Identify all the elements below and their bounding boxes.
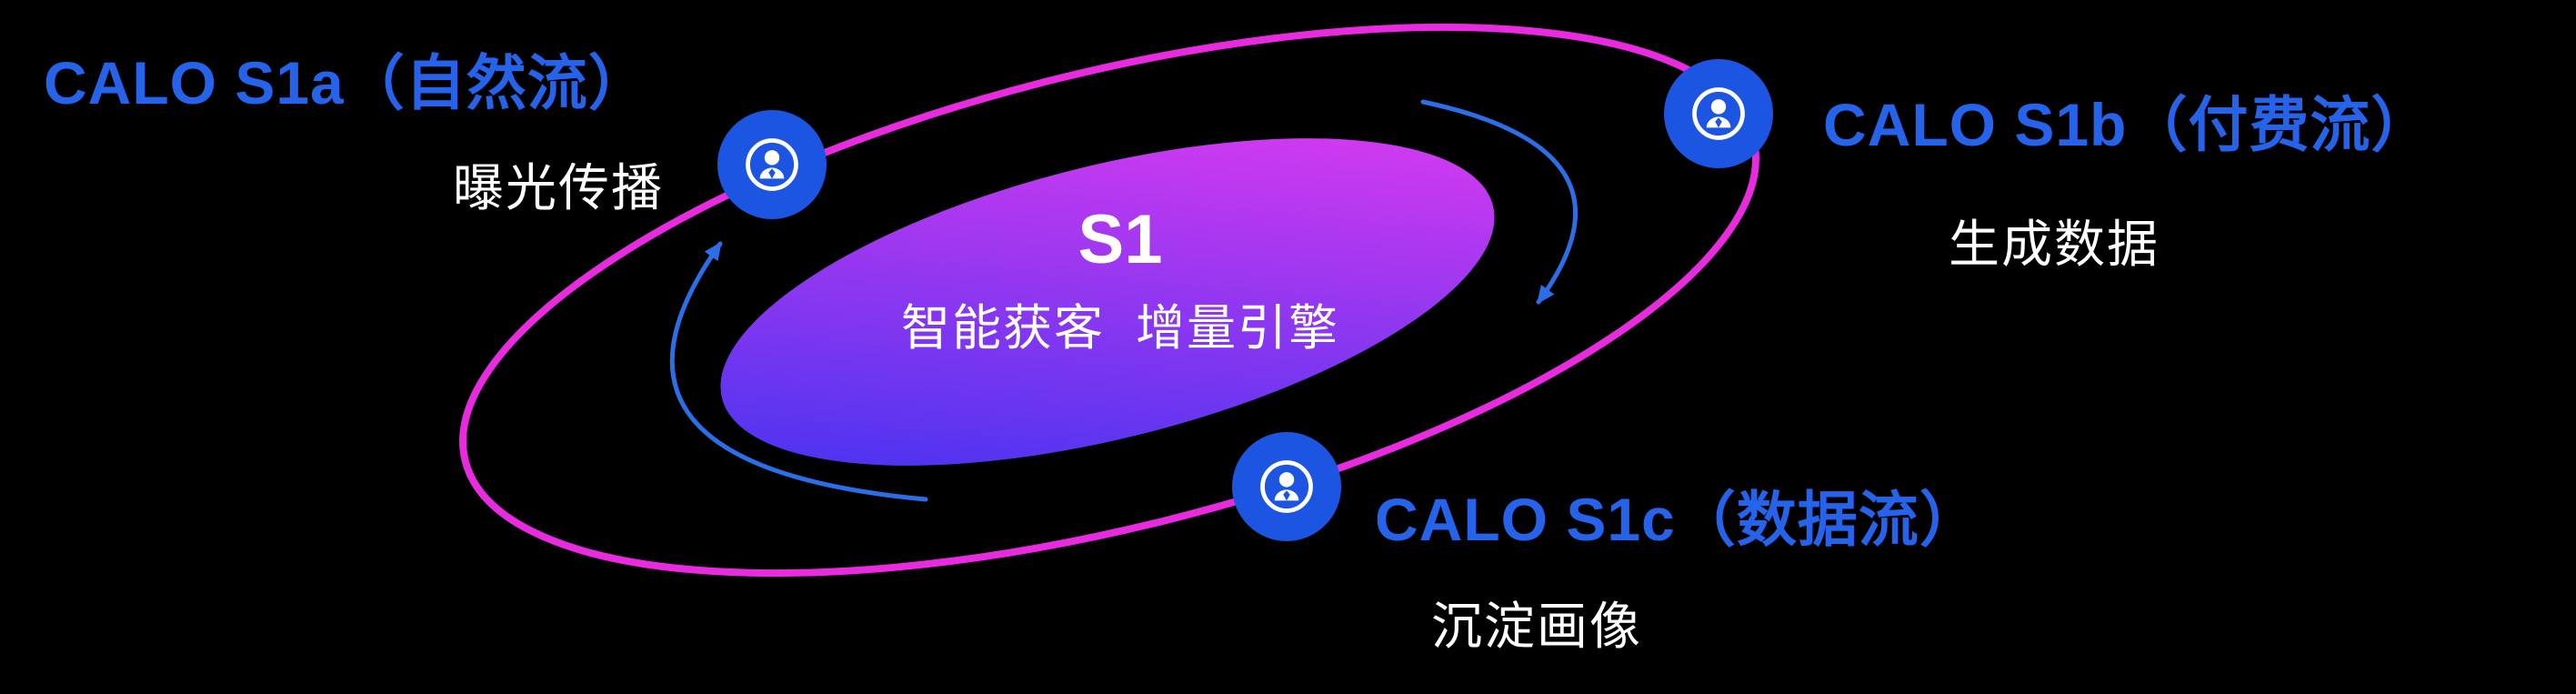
label-s1b: CALO S1b（付费流） <box>1823 91 2432 158</box>
flow-arrow-left-icon <box>669 241 928 502</box>
flow-arrow-right-icon <box>1420 99 1578 305</box>
node-s1a <box>717 110 827 219</box>
sublabel-s1b: 生成数据 <box>1949 216 2160 273</box>
label-s1a: CALO S1a（自然流） <box>44 49 649 116</box>
node-s1c <box>1232 432 1341 541</box>
user-badge-icon <box>746 138 798 191</box>
user-badge-icon <box>1692 87 1745 140</box>
label-s1c: CALO S1c（数据流） <box>1375 486 1980 553</box>
node-s1b <box>1664 59 1773 168</box>
core-title: S1 <box>1078 201 1163 278</box>
sublabel-s1a: 曝光传播 <box>453 159 664 216</box>
core-gradient-ellipse <box>720 138 1495 466</box>
core-label-group: S1 智能获客 增量引擎 <box>847 202 1393 359</box>
user-badge-icon <box>1260 460 1313 513</box>
core-subtitle: 智能获客 增量引擎 <box>900 300 1339 356</box>
sublabel-s1c: 沉淀画像 <box>1431 598 1642 655</box>
